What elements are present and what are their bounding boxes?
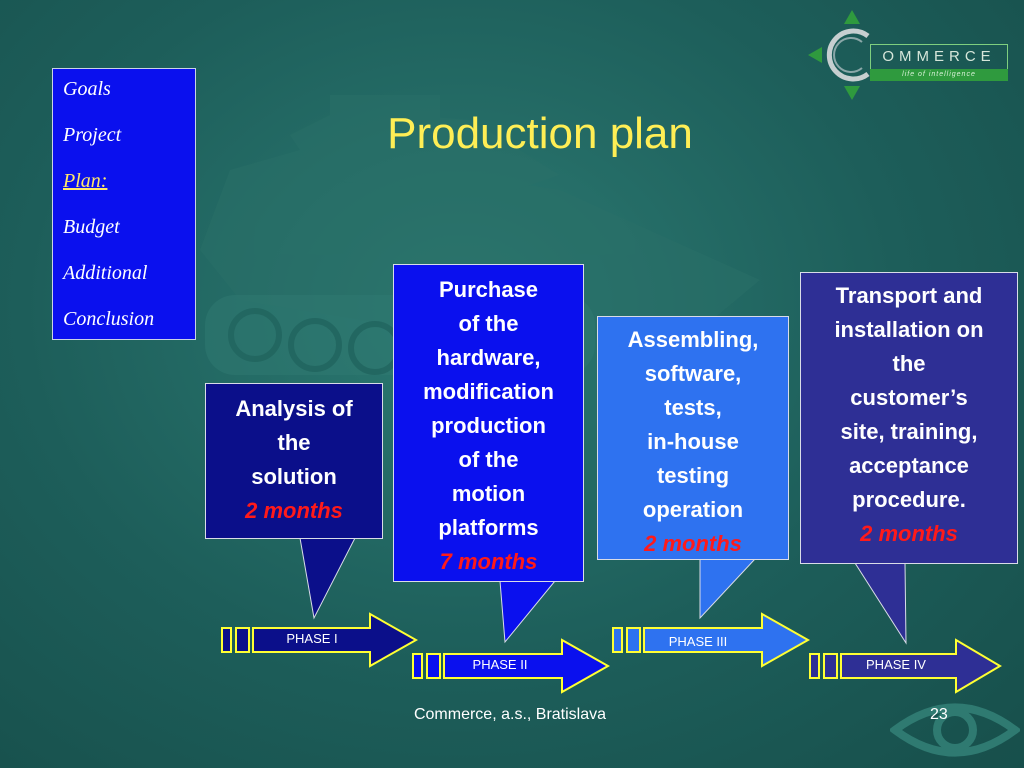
callout-line: Analysis of (235, 396, 353, 421)
callout-line: tests, (664, 395, 722, 420)
callout-line: operation (642, 497, 744, 522)
callout-phase-1: Analysis of the solution 2 months (205, 383, 383, 539)
callout-line: production (431, 413, 546, 438)
phase-label-2: PHASE II (472, 657, 528, 672)
callout-phase-4: Transport and installation on the custom… (800, 272, 1018, 564)
page-number: 23 (930, 706, 948, 723)
callout-line: software, (644, 361, 742, 386)
callout-line: modification (423, 379, 554, 404)
callout-line: customer’s (850, 385, 968, 410)
phase-arrow-1 (221, 612, 419, 668)
callout-line: Purchase (438, 277, 539, 302)
nav-item-plan[interactable]: Plan: (63, 170, 108, 192)
slide-title: Production plan (387, 109, 693, 158)
phase-arrow-4 (809, 638, 1002, 694)
nav-item-budget[interactable]: Budget (63, 216, 120, 238)
phase-arrow-3 (612, 612, 811, 668)
callout-line: the (892, 351, 926, 376)
callout-duration: 2 months (245, 498, 343, 523)
callout-line: of the (458, 447, 519, 472)
callout-line: site, training, (840, 419, 978, 444)
callout-phase-3: Assembling, software, tests, in-house te… (597, 316, 789, 560)
footer-company: Commerce, a.s., Bratislava (413, 706, 607, 723)
callout-line: of the (458, 311, 519, 336)
callout-duration: 2 months (860, 521, 958, 546)
callout-line: procedure. (852, 487, 966, 512)
callout-line: installation on (834, 317, 984, 342)
callout-line: in-house (647, 429, 739, 454)
nav-item-goals[interactable]: Goals (63, 78, 111, 100)
nav-item-conclusion[interactable]: Conclusion (63, 308, 155, 330)
callout-line: Assembling, (627, 327, 759, 352)
logo-mark-icon (808, 10, 870, 100)
company-logo: OMMERCE life of intelligence (800, 8, 1020, 104)
callout-line: solution (251, 464, 337, 489)
callout-duration: 2 months (644, 531, 742, 556)
callout-line: the (277, 430, 311, 455)
callout-line: Transport and (835, 283, 983, 308)
section-nav: Goals Project Plan: Budget Additional Co… (52, 68, 196, 340)
phase-arrow-2 (412, 638, 611, 694)
phase-label-1: PHASE I (286, 631, 338, 646)
callout-phase-2: Purchase of the hardware, modification p… (393, 264, 584, 582)
logo-tagline: life of intelligence (870, 69, 1008, 81)
callout-duration: 7 months (439, 549, 538, 574)
callout-line: motion (451, 481, 526, 506)
callout-line: acceptance (849, 453, 969, 478)
callout-line: testing (656, 463, 730, 488)
callout-line: hardware, (436, 345, 541, 370)
phase-label-3: PHASE III (668, 634, 728, 649)
nav-item-project[interactable]: Project (63, 124, 122, 146)
eye-watermark-icon (890, 703, 1020, 757)
callout-line: platforms (438, 515, 539, 540)
phase-label-4: PHASE IV (866, 657, 926, 672)
nav-item-additional[interactable]: Additional (63, 262, 148, 284)
